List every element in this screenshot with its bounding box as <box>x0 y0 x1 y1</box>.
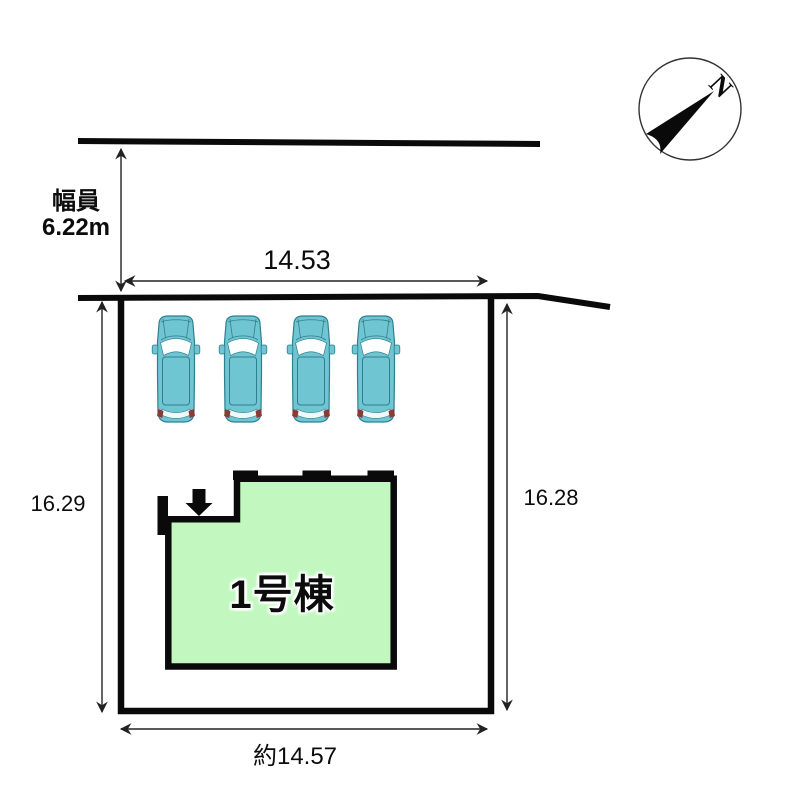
property-boundary <box>117 296 495 715</box>
compass-needle <box>646 91 714 154</box>
road-width-caption: 幅員 <box>52 188 100 215</box>
car-icon <box>151 315 201 423</box>
car-icon <box>351 315 401 423</box>
road-edge-top <box>77 138 541 147</box>
road-edge-bottom-boundary <box>77 292 611 310</box>
parking-row <box>151 315 401 423</box>
building-roof-tab <box>233 470 258 480</box>
dimension-right-label: 16.28 <box>523 485 579 510</box>
car-icon <box>218 315 268 423</box>
car-icon <box>286 315 336 423</box>
road-width-value: 6.22m <box>41 214 111 241</box>
building-name-label: 1号棟 <box>229 573 335 617</box>
dimension-top-label: 14.53 <box>263 245 331 275</box>
building-roof-tab <box>302 470 331 480</box>
road-width-label: 幅員 6.22m <box>34 189 118 241</box>
dimension-bottom-label: 約14.57 <box>252 743 338 770</box>
entrance-arrow-icon <box>185 489 213 516</box>
north-arrow-icon <box>638 57 742 161</box>
building-roof-tab <box>367 470 394 480</box>
building-1 <box>157 470 397 670</box>
entrance-step <box>157 496 168 535</box>
dimension-left-label: 16.29 <box>30 491 86 516</box>
